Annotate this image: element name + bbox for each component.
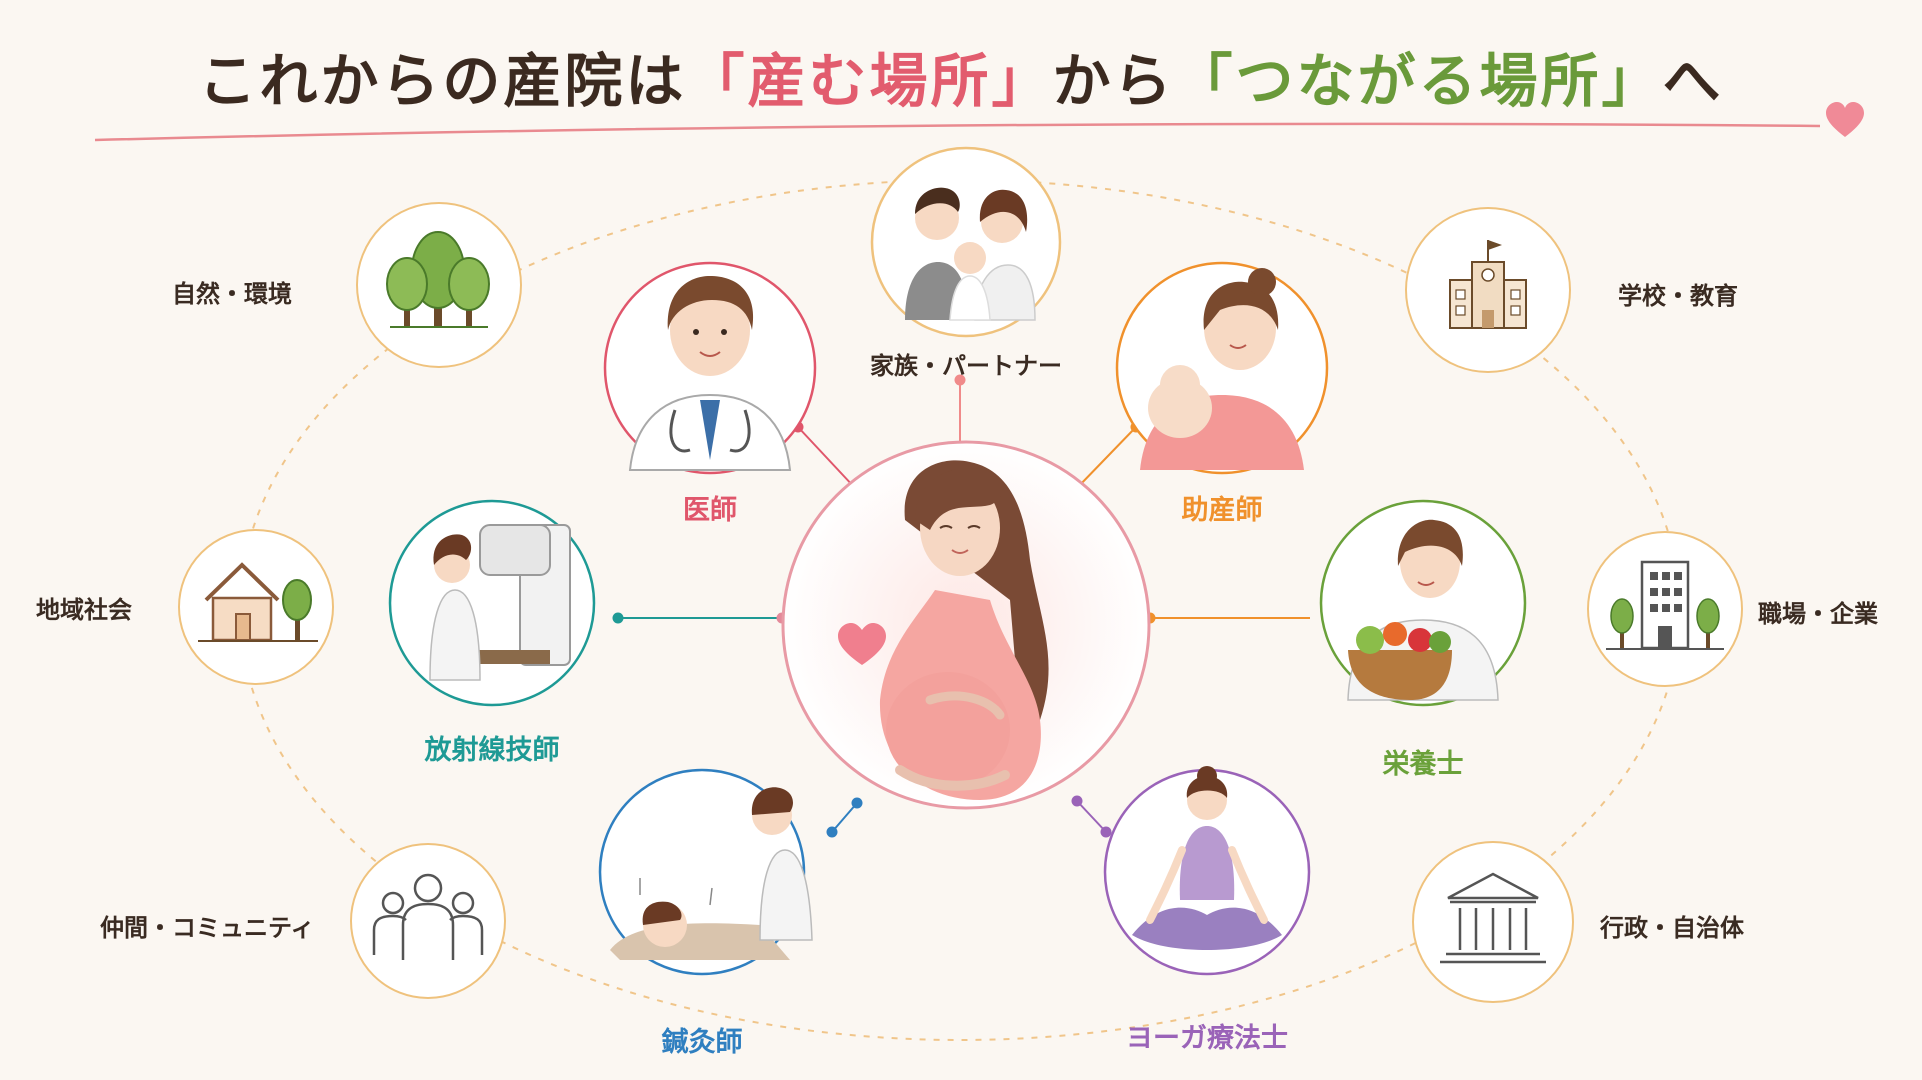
acupuncture-node bbox=[598, 768, 813, 976]
radiology-node bbox=[388, 499, 596, 707]
label-school: 学校・教育 bbox=[1618, 282, 1738, 310]
title-highlight-connection-place: つながる場所 bbox=[1235, 47, 1602, 115]
label-radiology: 放射線技師 bbox=[424, 735, 560, 766]
page-title: これからの産院は「産む場所」から「つながる場所」へ bbox=[0, 34, 1922, 118]
title-prefix: これからの産院は bbox=[198, 47, 687, 115]
family-node bbox=[870, 146, 1062, 338]
acupuncturist-icon bbox=[610, 787, 813, 960]
workplace-node bbox=[1587, 531, 1743, 687]
government-building-icon bbox=[1440, 872, 1546, 964]
title-close-bracket-2: 」 bbox=[1601, 47, 1663, 115]
label-local-community: 地域社会 bbox=[36, 596, 132, 624]
trees-icon bbox=[386, 231, 490, 328]
label-peer-community: 仲間・コミュニティ bbox=[100, 914, 315, 942]
center-node bbox=[781, 440, 1151, 810]
peer-community-node bbox=[350, 843, 506, 999]
title-suffix: へ bbox=[1662, 47, 1724, 115]
school-icon bbox=[1449, 240, 1527, 329]
school-node bbox=[1405, 207, 1571, 373]
government-node bbox=[1412, 841, 1574, 1003]
title-close-bracket-1: 」 bbox=[991, 47, 1053, 115]
label-nature: 自然・環境 bbox=[172, 280, 292, 308]
label-yoga: ヨーガ療法士 bbox=[1126, 1023, 1288, 1054]
center-heart-icon bbox=[838, 623, 886, 665]
label-midwife: 助産師 bbox=[1181, 495, 1263, 526]
people-group-icon bbox=[372, 873, 484, 960]
label-government: 行政・自治体 bbox=[1600, 914, 1744, 942]
pregnant-woman-icon bbox=[879, 460, 1049, 800]
house-icon bbox=[198, 562, 318, 642]
nutrition-node bbox=[1319, 499, 1527, 707]
yoga-therapist-icon bbox=[1132, 766, 1282, 950]
title-underline bbox=[94, 122, 1821, 142]
doctor-node bbox=[603, 261, 817, 475]
heart-icon bbox=[1826, 102, 1864, 137]
label-acupuncture: 鍼灸師 bbox=[661, 1027, 743, 1058]
nutritionist-vegetables-icon bbox=[1347, 519, 1499, 701]
label-nutrition: 栄養士 bbox=[1382, 749, 1464, 780]
yoga-node bbox=[1103, 766, 1311, 976]
office-building-icon bbox=[1606, 560, 1724, 650]
midwife-node bbox=[1115, 261, 1329, 475]
local-community-node bbox=[178, 529, 334, 685]
title-mid: から bbox=[1052, 47, 1175, 115]
label-doctor: 医師 bbox=[683, 495, 737, 526]
nature-node bbox=[356, 202, 522, 368]
title-highlight-birth-place: 産む場所 bbox=[747, 47, 992, 115]
label-family: 家族・パートナー bbox=[870, 352, 1062, 380]
title-open-bracket-2: 「 bbox=[1174, 47, 1236, 115]
mammography-technician-icon bbox=[429, 524, 571, 681]
midwife-with-baby-icon bbox=[1140, 268, 1304, 470]
doctor-icon bbox=[628, 275, 792, 471]
label-workplace: 職場・企業 bbox=[1758, 600, 1878, 628]
family-icon bbox=[905, 187, 1036, 321]
title-open-bracket-1: 「 bbox=[686, 47, 748, 115]
